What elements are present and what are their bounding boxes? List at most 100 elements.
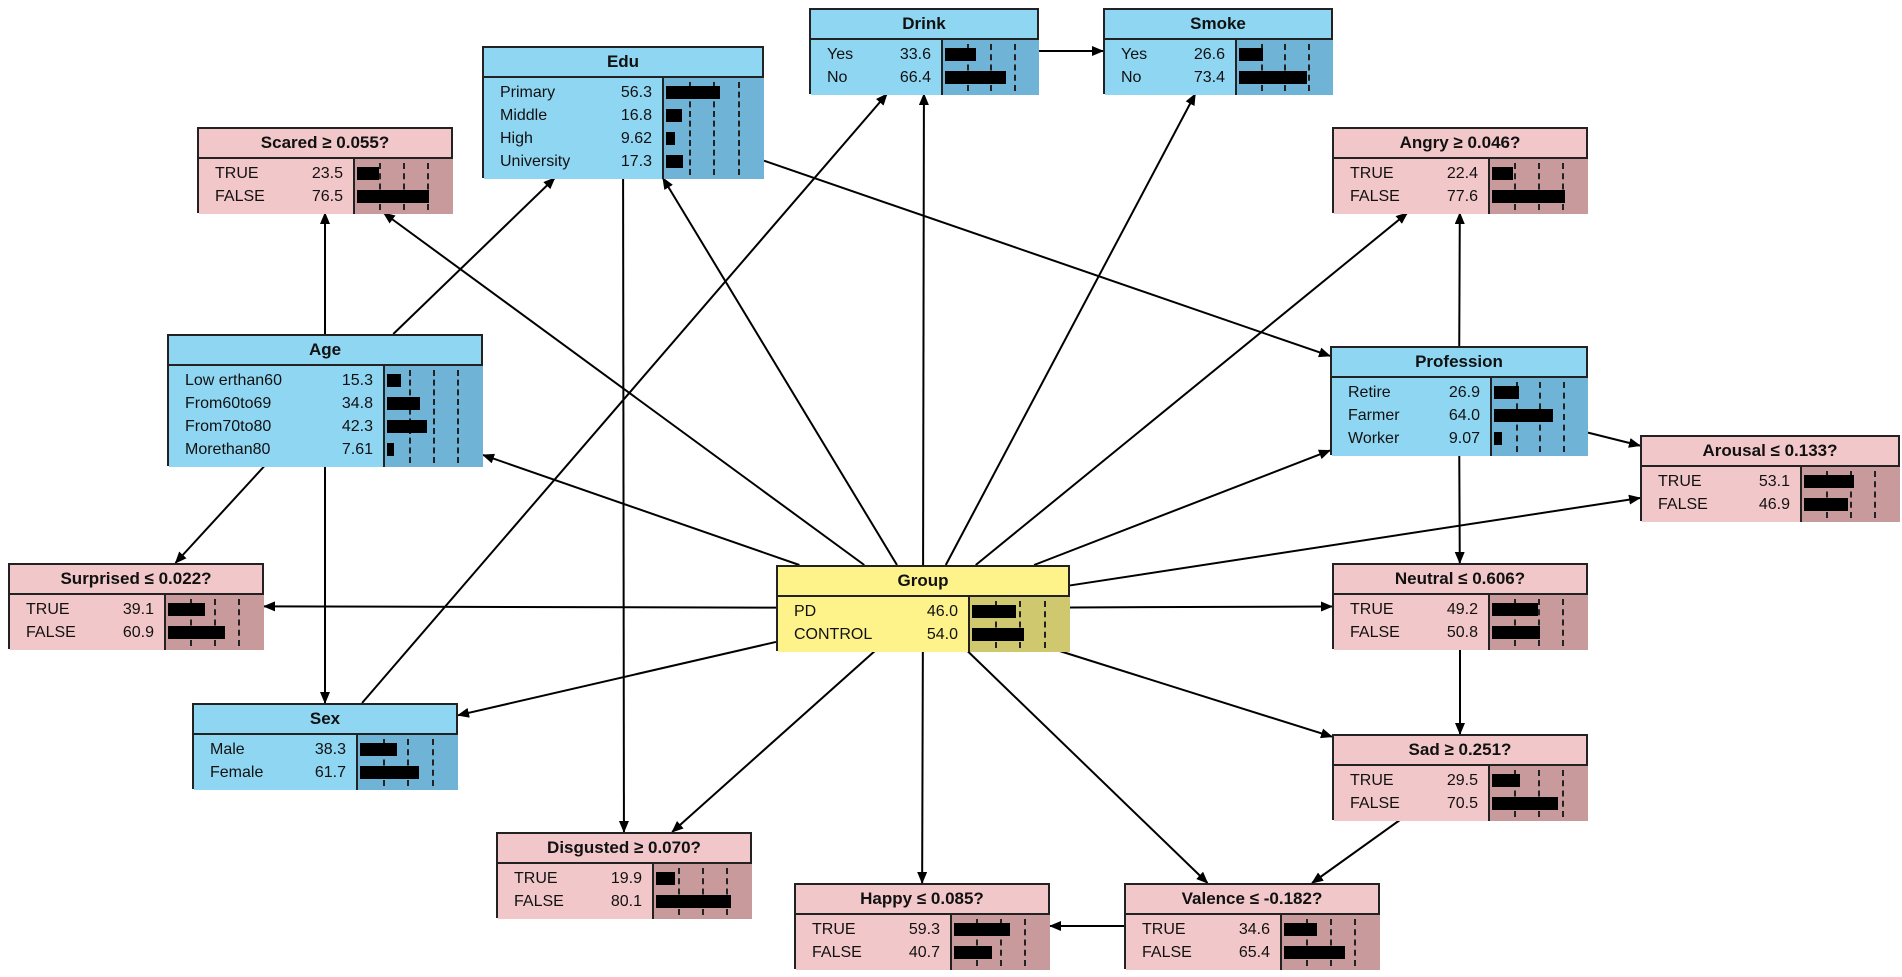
gridline <box>967 44 969 91</box>
node-title: Drink <box>811 10 1037 40</box>
state-label: FALSE <box>1350 795 1400 812</box>
state-row: No 66.4 <box>811 66 1037 89</box>
gridline <box>1563 382 1565 452</box>
state-value: 66.4 <box>899 69 931 86</box>
state-value: 26.9 <box>1448 384 1480 401</box>
state-label: FALSE <box>1350 188 1400 205</box>
probability-bar <box>1239 71 1307 84</box>
probability-bar <box>1492 797 1558 810</box>
node-title: Arousal ≤ 0.133? <box>1642 437 1898 467</box>
probability-bar <box>1239 48 1263 61</box>
edge-sad-to-valence <box>1311 819 1401 884</box>
state-label: TRUE <box>1350 601 1394 618</box>
probability-bar <box>954 923 1010 936</box>
state-label: FALSE <box>514 893 564 910</box>
gridline <box>1562 770 1564 817</box>
gridline <box>1514 770 1516 817</box>
probability-bar <box>1492 603 1538 616</box>
state-label: TRUE <box>812 921 856 938</box>
state-label: No <box>1121 69 1142 86</box>
edge-group-to-drink <box>918 93 929 566</box>
state-label: TRUE <box>1142 921 1186 938</box>
gridline <box>726 868 728 915</box>
state-value: 73.4 <box>1193 69 1225 86</box>
state-value: 64.0 <box>1448 407 1480 424</box>
node-title: Neutral ≤ 0.606? <box>1334 565 1586 595</box>
gridline <box>976 919 978 966</box>
state-label: FALSE <box>812 944 862 961</box>
state-label: No <box>827 69 848 86</box>
gridline <box>1514 163 1516 210</box>
edge-profession-to-arousal <box>1587 431 1641 448</box>
state-label: FALSE <box>1658 496 1708 513</box>
gridline <box>1826 471 1828 518</box>
node-title: Disgusted ≥ 0.070? <box>498 834 750 864</box>
gridline <box>1562 163 1564 210</box>
edge-group-to-valence <box>966 650 1209 884</box>
state-label: TRUE <box>215 165 259 182</box>
probability-bar <box>1284 923 1317 936</box>
probability-bar <box>666 86 720 99</box>
state-value: 53.1 <box>1758 473 1790 490</box>
state-label: Worker <box>1348 430 1400 447</box>
gridline <box>383 739 385 786</box>
gridline <box>1044 601 1046 648</box>
state-label: TRUE <box>1658 473 1702 490</box>
state-value: 40.7 <box>908 944 940 961</box>
probability-bar <box>387 443 394 456</box>
gridline <box>190 599 192 646</box>
gridline <box>1354 919 1356 966</box>
state-value: 54.0 <box>926 626 958 643</box>
state-value: 39.1 <box>122 601 154 618</box>
state-value: 61.7 <box>314 764 346 781</box>
edge-profession-to-neutral <box>1454 454 1465 564</box>
gridline <box>214 599 216 646</box>
state-label: Middle <box>500 107 548 124</box>
probability-bar <box>1804 475 1854 488</box>
state-label: TRUE <box>1350 772 1394 789</box>
state-label: CONTROL <box>794 626 873 643</box>
state-value: 9.62 <box>620 130 652 147</box>
edge-group-to-happy <box>917 650 928 884</box>
state-label: Low erthan60 <box>185 372 282 389</box>
state-row: No 73.4 <box>1105 66 1331 89</box>
state-value: 22.4 <box>1446 165 1478 182</box>
gridline <box>457 370 459 463</box>
edge-sex-to-drink <box>361 93 888 704</box>
probability-bar <box>972 628 1024 641</box>
gridline <box>432 739 434 786</box>
